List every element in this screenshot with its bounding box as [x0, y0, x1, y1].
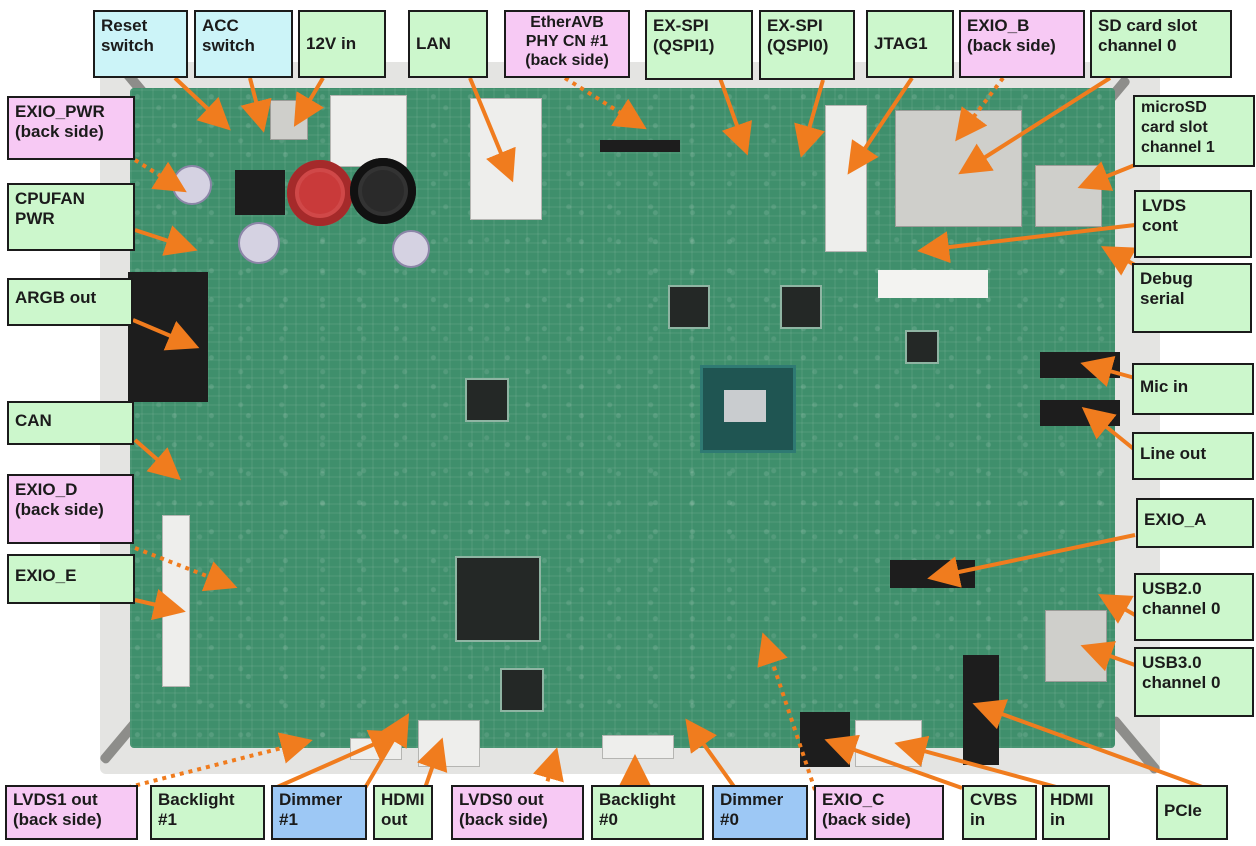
label-reset-switch: Reset switch: [93, 10, 188, 78]
red-banana-jack: [287, 160, 353, 226]
label-lvds0-out: LVDS0 out (back side): [451, 785, 584, 840]
label-exio-d: EXIO_D (back side): [7, 474, 134, 544]
ic-chip: [780, 285, 822, 329]
sd-card-slot: [895, 110, 1022, 227]
label-jtag1: JTAG1: [866, 10, 954, 78]
label-cvbs-in: CVBS in: [962, 785, 1037, 840]
label-microsd-ch1: microSD card slot channel 1: [1133, 95, 1255, 167]
label-exio-b: EXIO_B (back side): [959, 10, 1085, 78]
lan-connector: [470, 98, 542, 220]
capacitor: [238, 222, 280, 264]
label-cpufan-pwr: CPUFAN PWR: [7, 183, 135, 251]
label-lan: LAN: [408, 10, 488, 78]
usb3-connector: [1045, 610, 1107, 682]
label-usb2-ch0: USB2.0 channel 0: [1134, 573, 1254, 641]
label-exspi-qspi0: EX-SPI (QSPI0): [759, 10, 855, 80]
label-argb-out: ARGB out: [7, 278, 133, 326]
label-mic-in: Mic in: [1132, 363, 1254, 415]
label-acc-switch: ACC switch: [194, 10, 293, 78]
label-backlight1: Backlight #1: [150, 785, 265, 840]
backlight0-connector: [602, 735, 674, 759]
ic-chip: [500, 668, 544, 712]
label-lvds-cont: LVDS cont: [1134, 190, 1252, 258]
label-lvds1-out: LVDS1 out (back side): [5, 785, 138, 840]
label-exspi-qspi1: EX-SPI (QSPI1): [645, 10, 753, 80]
argb-connector: [128, 272, 208, 402]
ic-chip: [668, 285, 710, 329]
exio-a-connector: [890, 560, 975, 588]
mic-jack: [1040, 352, 1120, 378]
label-dimmer1: Dimmer #1: [271, 785, 367, 840]
soc-chip: [700, 365, 796, 453]
label-etheravb-phy: EtherAVB PHY CN #1 (back side): [504, 10, 630, 78]
label-exio-e: EXIO_E: [7, 554, 135, 604]
label-exio-c: EXIO_C (back side): [814, 785, 944, 840]
soc-die: [724, 390, 766, 422]
ic-chip: [905, 330, 939, 364]
serial-sticker: [878, 270, 988, 298]
hdmi-in-connector: [855, 720, 922, 767]
label-exio-a: EXIO_A: [1136, 498, 1254, 548]
label-pcie: PCIe: [1156, 785, 1228, 840]
microsd-card-slot: [1035, 165, 1102, 227]
label-dimmer0: Dimmer #0: [712, 785, 808, 840]
label-exio-pwr: EXIO_PWR (back side): [7, 96, 135, 160]
label-line-out: Line out: [1132, 432, 1254, 480]
backlight1-connector: [350, 738, 402, 760]
label-sd-card-ch0: SD card slot channel 0: [1090, 10, 1232, 78]
label-can: CAN: [7, 401, 134, 445]
label-12v-in: 12V in: [298, 10, 386, 78]
line-out-jack: [1040, 400, 1120, 426]
power-connector: [330, 95, 407, 167]
capacitor: [172, 165, 212, 205]
label-hdmi-out: HDMI out: [373, 785, 433, 840]
pcie-connector: [963, 655, 999, 765]
exio-e-connector: [162, 515, 190, 687]
label-hdmi-in: HDMI in: [1042, 785, 1110, 840]
black-banana-jack: [350, 158, 416, 224]
ic-chip: [465, 378, 509, 422]
ffc-connector: [600, 140, 680, 152]
black-connector: [235, 170, 285, 215]
dc-jack: [270, 100, 308, 140]
hdmi-out-connector: [418, 720, 480, 767]
jtag-connector: [825, 105, 867, 252]
label-debug-serial: Debug serial: [1132, 263, 1252, 333]
label-backlight0: Backlight #0: [591, 785, 704, 840]
fpga-chip: [455, 556, 541, 642]
capacitor: [392, 230, 430, 268]
cvbs-connector: [800, 712, 850, 767]
label-usb3-ch0: USB3.0 channel 0: [1134, 647, 1254, 717]
